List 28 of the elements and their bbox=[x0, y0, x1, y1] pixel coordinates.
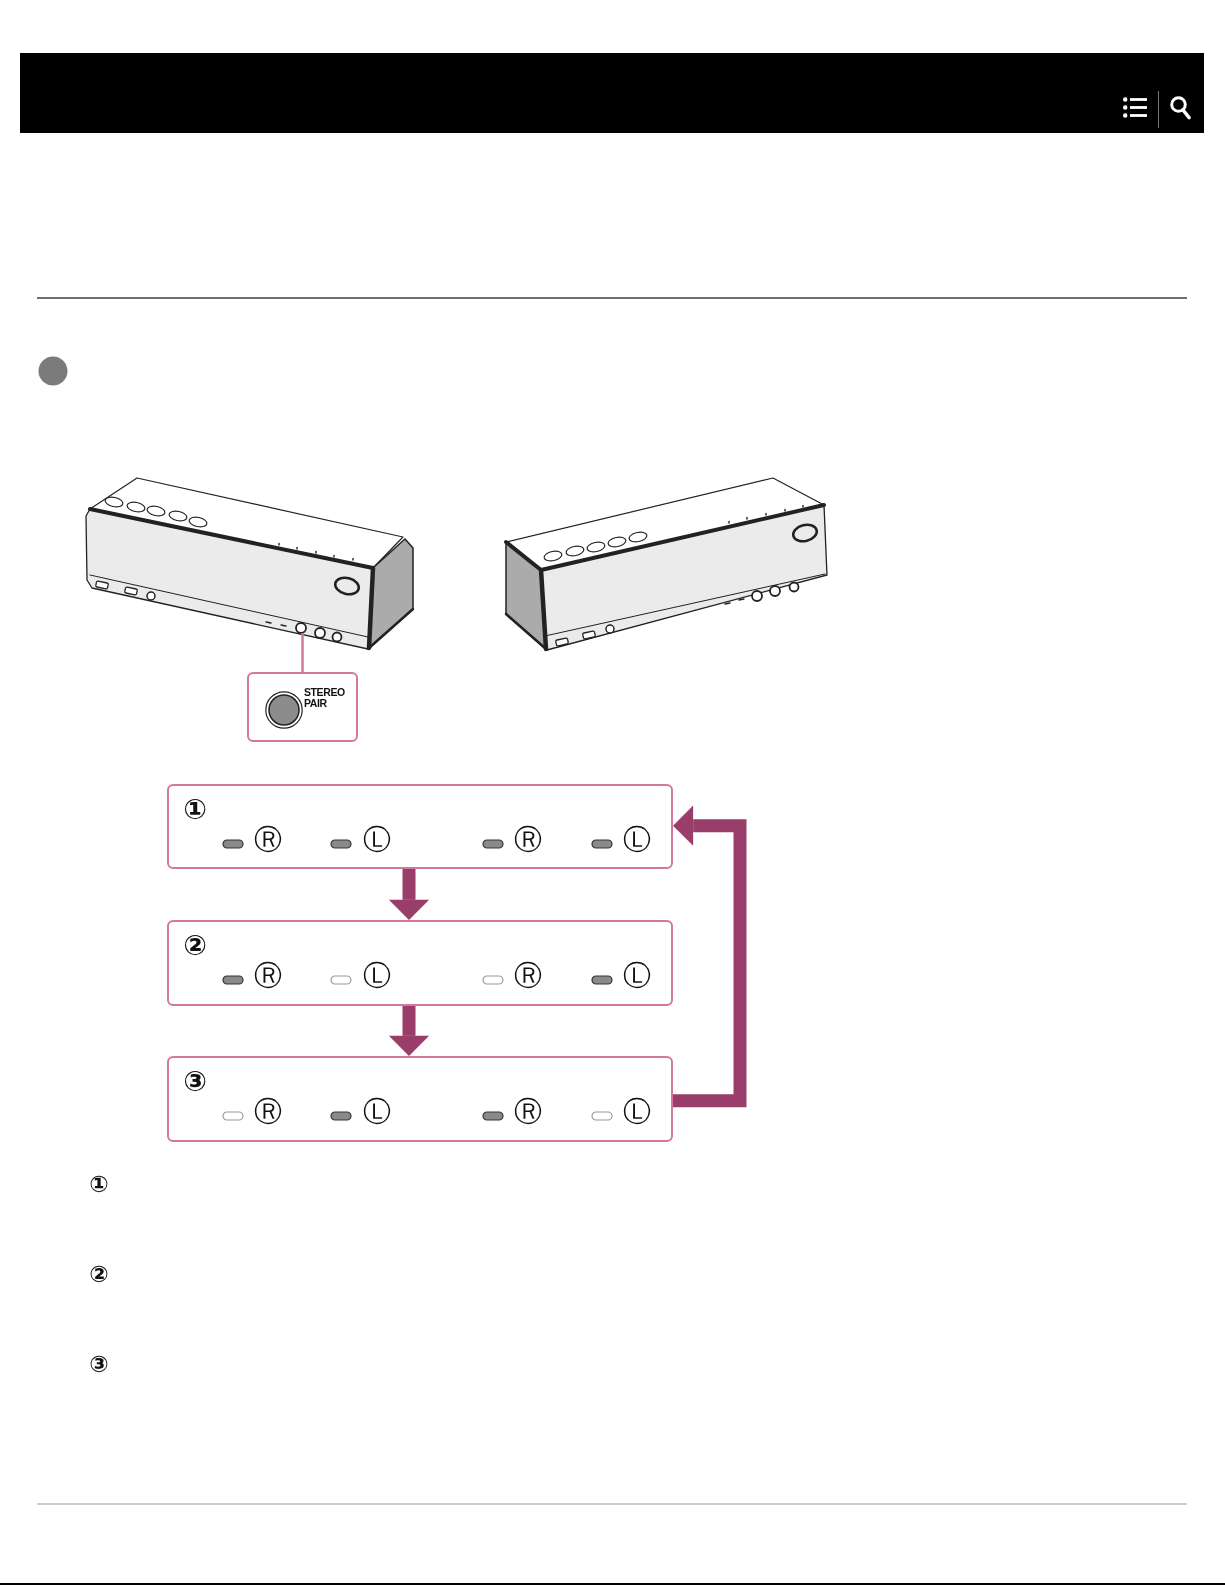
channel-label: Ⓛ bbox=[623, 1098, 651, 1126]
step-number: ② bbox=[183, 932, 207, 960]
leader-line bbox=[301, 633, 304, 672]
speaker-button bbox=[295, 622, 307, 634]
channel-label: Ⓛ bbox=[363, 826, 391, 854]
callout-box bbox=[247, 672, 358, 742]
arrow bbox=[388, 1006, 430, 1056]
channel-label: Ⓛ bbox=[363, 962, 391, 990]
channel-label: Ⓛ bbox=[623, 826, 651, 854]
channel-label: Ⓡ bbox=[254, 962, 282, 990]
step-number: ③ bbox=[89, 1352, 109, 1376]
step-number: ① bbox=[183, 796, 207, 824]
arrow bbox=[673, 805, 747, 1108]
state-box bbox=[167, 920, 673, 1006]
channel-label: Ⓡ bbox=[514, 1098, 542, 1126]
channel-label: Ⓡ bbox=[254, 1098, 282, 1126]
step-number: ② bbox=[89, 1262, 109, 1286]
state-box bbox=[167, 1056, 673, 1142]
step-number: ① bbox=[89, 1172, 109, 1196]
state-box bbox=[167, 784, 673, 869]
channel-label: Ⓡ bbox=[514, 962, 542, 990]
channel-label: Ⓛ bbox=[363, 1098, 391, 1126]
arrow bbox=[388, 869, 430, 920]
step-number: ③ bbox=[183, 1068, 207, 1096]
channel-label: Ⓡ bbox=[514, 826, 542, 854]
channel-label: Ⓡ bbox=[254, 826, 282, 854]
channel-label: Ⓛ bbox=[623, 962, 651, 990]
button-label: STEREO PAIR bbox=[304, 687, 345, 709]
